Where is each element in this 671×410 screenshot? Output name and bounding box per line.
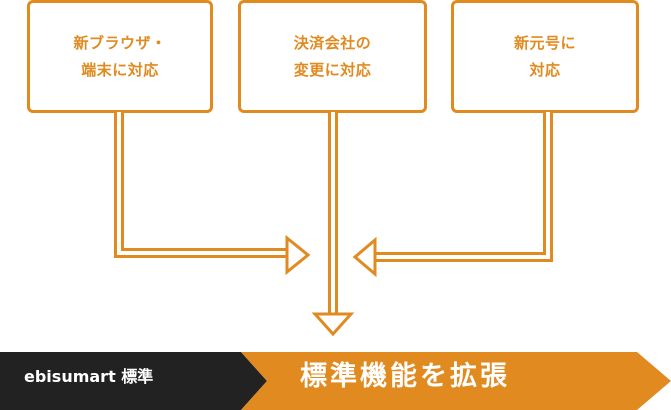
box-label-line-2: 対応: [529, 60, 561, 79]
box-label: 新ブラウザ・ 端末に対応: [73, 30, 166, 84]
ebisumart-standard-label: ebisumart 標準: [24, 367, 154, 386]
banner-right: [241, 352, 671, 410]
arrowhead-down: [311, 312, 355, 337]
arrow-left-to-center: [114, 112, 300, 258]
arrowhead-right: [285, 234, 311, 276]
box-label: 決済会社の 変更に対応: [294, 30, 372, 84]
banner-left: [0, 352, 267, 410]
box-label-line-1: 新元号に: [513, 33, 576, 52]
box-label-line-1: 新ブラウザ・: [73, 33, 167, 52]
arrow-left-to-center-inner: [117, 112, 298, 255]
arrow-right-to-center-inner: [364, 112, 550, 259]
extend-standard-label: 標準機能を拡張: [300, 361, 510, 392]
box-payment-company: 決済会社の 変更に対応: [238, 0, 427, 113]
box-label-line-1: 決済会社の: [293, 33, 372, 52]
box-new-browser: 新ブラウザ・ 端末に対応: [27, 0, 213, 113]
box-label-line-2: 変更に対応: [293, 60, 372, 79]
box-label: 新元号に 対応: [514, 30, 576, 84]
box-new-era: 新元号に 対応: [451, 0, 639, 113]
box-label-line-2: 端末に対応: [81, 60, 159, 79]
arrow-right-to-center: [362, 112, 553, 262]
arrowhead-left: [352, 236, 377, 278]
